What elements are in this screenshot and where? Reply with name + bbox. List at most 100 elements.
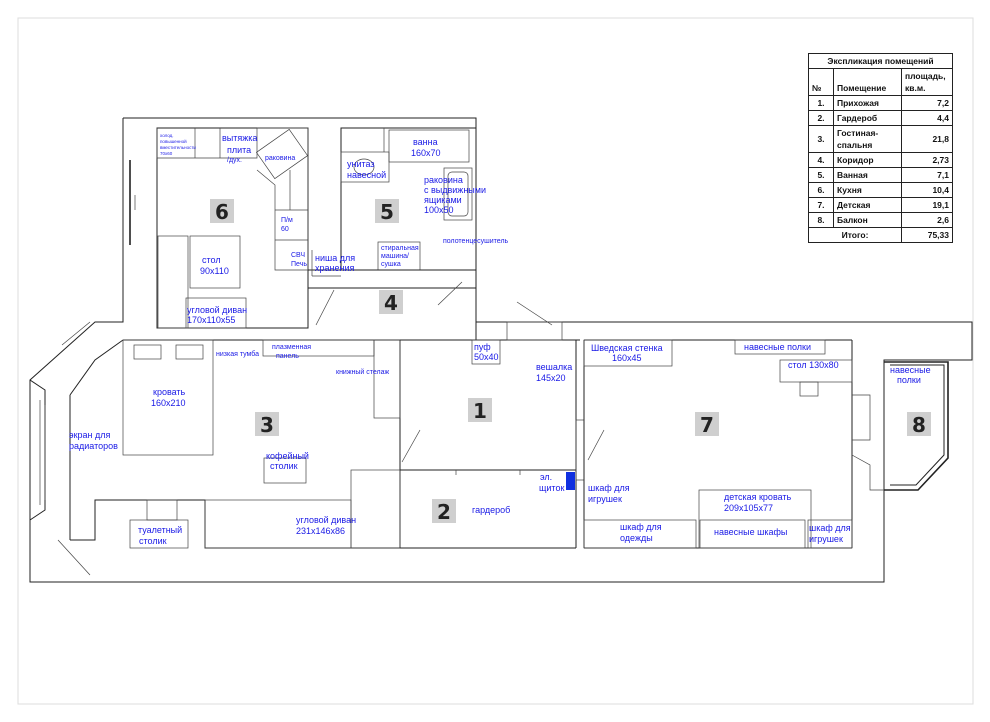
row-number: 5. (808, 167, 834, 183)
hanging-shelves-8-line2: полки (897, 375, 921, 385)
kitchen-room (129, 127, 309, 329)
swedish-wall-size: 160x45 (612, 353, 642, 363)
hood-label: вытяжка (222, 133, 257, 143)
plasma-panel-line2: панель (276, 353, 299, 360)
room-number-2: 2 (437, 500, 451, 524)
toilet-line1: унитаз (347, 159, 375, 169)
electric-panel-mark (566, 472, 575, 490)
plasma-panel-line1: плазменная (272, 344, 311, 351)
row-number: 3. (808, 125, 834, 153)
hanging-shelves-8-line1: навесные (890, 365, 931, 375)
bathroom-room (308, 127, 477, 277)
bed-size: 160x210 (151, 398, 186, 408)
room-numbers: 1 2 3 4 5 6 7 8 (210, 199, 931, 524)
radiator-screen-line2: радиаторов (69, 441, 118, 451)
clothes-cabinet-line1: шкаф для (620, 522, 662, 532)
stove-line1: плита (227, 145, 251, 155)
kids-bed-label: детская кровать (724, 492, 792, 502)
kids-room (583, 339, 884, 549)
clothes-cabinet-line2: одежды (620, 533, 653, 543)
ottoman-label: пуф (474, 342, 491, 352)
room-number-1: 1 (473, 399, 487, 423)
corner-sofa-3-label: угловой диван (296, 515, 356, 525)
toy-cabinet-2-line1: шкаф для (809, 523, 851, 533)
row-room-name: Детская (833, 197, 902, 213)
sheet-border (17, 17, 974, 705)
bath-sink-line2: с выдвижными (424, 185, 486, 195)
toy-cabinet-1-line1: шкаф для (588, 483, 630, 493)
row-area: 4,4 (901, 110, 953, 126)
total-value: 75,33 (901, 227, 953, 243)
corner-sofa-6-label: угловой диван (187, 305, 247, 315)
row-room-name: Кухня (833, 182, 902, 198)
fridge-note-line2: повышенной (160, 138, 187, 144)
row-area: 21,8 (901, 125, 953, 153)
dressing-table-line1: туалетный (138, 525, 182, 535)
col-num-header: № (808, 68, 834, 96)
row-room-name: Гардероб (833, 110, 902, 126)
total-label: Итого: (808, 227, 902, 243)
microwave-line2: Печь (291, 261, 307, 268)
washer-line1: стиральная (381, 245, 419, 252)
fridge-note-line3: вместительности (160, 145, 196, 150)
room-number-8: 8 (912, 413, 926, 437)
storage-niche-line2: хранения (315, 263, 354, 273)
corner-sofa-6-size: 170x110x55 (187, 315, 235, 325)
row-room-name: Гостиная-спальня (833, 125, 902, 153)
col-area-header: площадь, кв.м. (901, 68, 953, 96)
furniture-labels: пуф 50x40 вешалка 145x20 Шведская стенка… (69, 133, 931, 546)
row-area: 7,2 (901, 95, 953, 111)
bath-sink-line4: 100x50 (424, 205, 454, 215)
dressing-table-line2: столик (139, 536, 167, 546)
storage-niche-line1: ниша для (315, 253, 355, 263)
row-number: 6. (808, 182, 834, 198)
explication-total-row: Итого: 75,33 (808, 227, 953, 243)
towel-rail-label: полотенцесушитель (443, 238, 509, 245)
row-room-name: Ванная (833, 167, 902, 183)
toy-cabinet-1-line2: игрушек (588, 494, 622, 504)
bathtub-label: ванна (413, 137, 438, 147)
washer-line2: машина/ (381, 253, 409, 260)
row-room-name: Коридор (833, 152, 902, 168)
row-number: 4. (808, 152, 834, 168)
row-area: 2,6 (901, 212, 953, 228)
explication-table: Экспликация помещений № Помещение площад… (808, 53, 953, 243)
hall-room (400, 301, 585, 549)
table-6-label: стол (202, 255, 221, 265)
wardrobe-room-label: гардероб (472, 505, 510, 515)
kids-bed-size: 209x105x77 (724, 503, 773, 513)
ottoman-size: 50x40 (474, 352, 499, 362)
washer-line3: сушка (381, 261, 401, 268)
explication-header-row: № Помещение площадь, кв.м. (808, 68, 953, 96)
room-number-5: 5 (380, 200, 394, 224)
row-number: 8. (808, 212, 834, 228)
coffee-table-line2: столик (270, 461, 298, 471)
corner-sofa-3-size: 231x146x86 (296, 526, 345, 536)
el-panel-line2: щиток (539, 483, 564, 493)
fridge-note-line1: холод. (160, 133, 174, 138)
bathtub-size: 160x70 (411, 148, 441, 158)
room-number-6: 6 (215, 200, 229, 224)
living-room (39, 321, 401, 576)
explication-title-row: Экспликация помещений (808, 53, 953, 69)
table-6-size: 90x110 (200, 266, 229, 276)
bookshelf-label: книжный стелаж (336, 368, 390, 376)
row-number: 7. (808, 197, 834, 213)
hanger-label: вешалка (536, 362, 572, 372)
corridor-room (308, 281, 477, 340)
microwave-line1: СВЧ (291, 252, 305, 259)
kitchen-sink-label: раковина (265, 155, 295, 162)
room-number-4: 4 (384, 291, 398, 315)
hanging-shelves-7-label: навесные полки (744, 342, 811, 352)
bath-sink-line3: ящиками (424, 195, 462, 205)
row-number: 2. (808, 110, 834, 126)
